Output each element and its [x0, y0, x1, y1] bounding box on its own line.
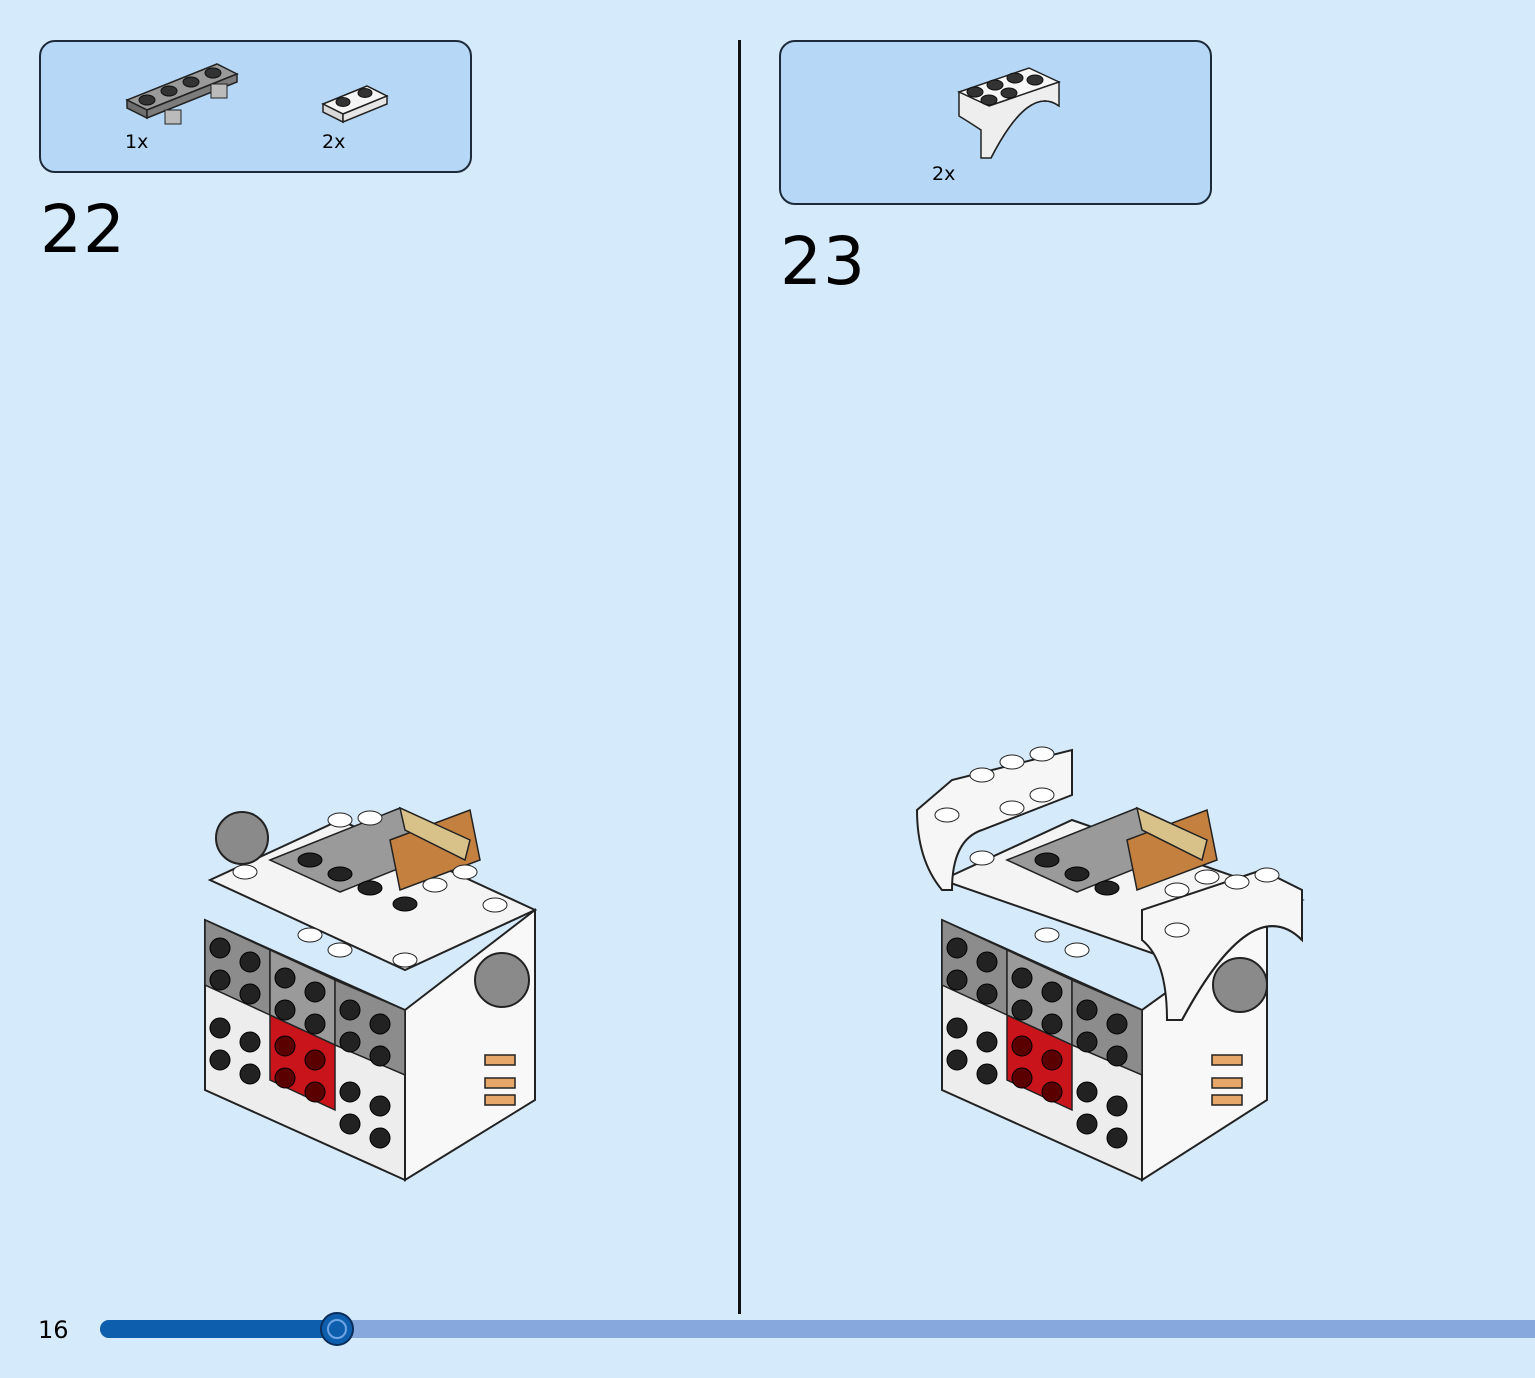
white-arch-brick-icon — [956, 67, 1062, 159]
white-plate-1x2-icon — [321, 85, 389, 124]
step-23-part-1-qty: 2x — [932, 163, 956, 185]
step-22-number: 22 — [40, 191, 126, 268]
progress-fill — [100, 1320, 337, 1338]
step-23-parts-box: 2x — [779, 40, 1212, 205]
step-divider — [738, 40, 741, 1314]
step-23-model-icon — [915, 746, 1305, 1182]
step-22-part-2-qty: 2x — [322, 131, 346, 153]
page-number: 16 — [38, 1316, 69, 1344]
progress-bar — [100, 1312, 1535, 1346]
step-22-model-icon — [204, 806, 538, 1182]
gray-plate-with-clips-icon — [125, 63, 239, 125]
progress-knob — [320, 1312, 354, 1346]
step-22-part-1-qty: 1x — [125, 131, 149, 153]
step-23-number: 23 — [780, 223, 866, 300]
step-22-parts-box: 1x 2x — [39, 40, 472, 173]
